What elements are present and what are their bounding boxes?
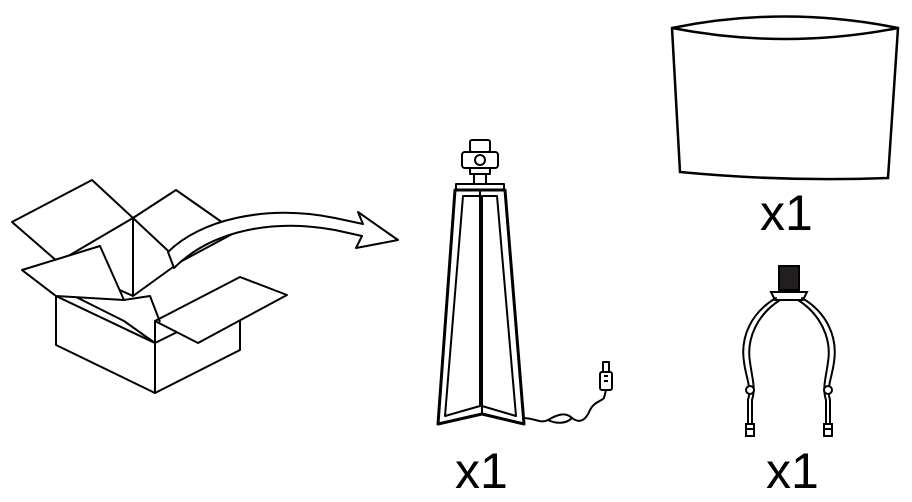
harp-icon xyxy=(742,265,836,437)
harp-quantity-label: x1 xyxy=(766,443,819,499)
shade-quantity-label: x1 xyxy=(760,185,813,241)
lamp-base-icon xyxy=(436,139,613,426)
base-quantity-label: x1 xyxy=(455,443,508,499)
open-box-icon xyxy=(11,179,288,394)
lamp-shade-icon xyxy=(670,15,900,181)
curved-arrow-icon xyxy=(167,211,399,269)
